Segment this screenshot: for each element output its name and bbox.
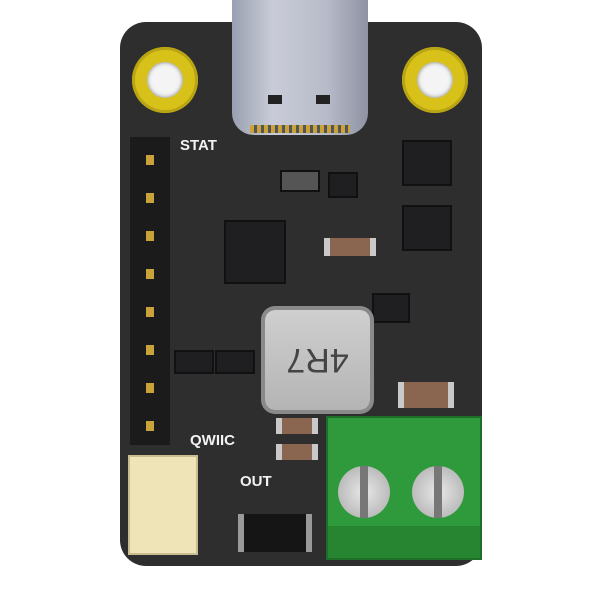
ic-top-right	[402, 140, 452, 186]
capacitor	[276, 418, 318, 434]
stat-label: STAT	[180, 137, 217, 154]
qwiic-label: QWIIC	[190, 432, 235, 449]
diode	[238, 514, 312, 552]
screw-terminal	[326, 416, 482, 560]
capacitor	[398, 382, 454, 408]
mounting-hole-left	[132, 47, 198, 113]
transistor	[328, 172, 358, 198]
qwiic-connector	[128, 455, 198, 555]
ic-mid-right	[402, 205, 452, 251]
usb-c-connector	[232, 0, 368, 135]
ic-qfn	[224, 220, 286, 284]
capacitor	[276, 444, 318, 460]
diode-small-2	[215, 350, 255, 374]
ic-small	[280, 170, 320, 192]
out-label: OUT	[240, 473, 272, 490]
inductor: 4R7	[265, 310, 370, 410]
pin-header	[130, 137, 170, 445]
diode-small-1	[174, 350, 214, 374]
mounting-hole-right	[402, 47, 468, 113]
capacitor	[324, 238, 376, 256]
ic-sot	[372, 293, 410, 323]
